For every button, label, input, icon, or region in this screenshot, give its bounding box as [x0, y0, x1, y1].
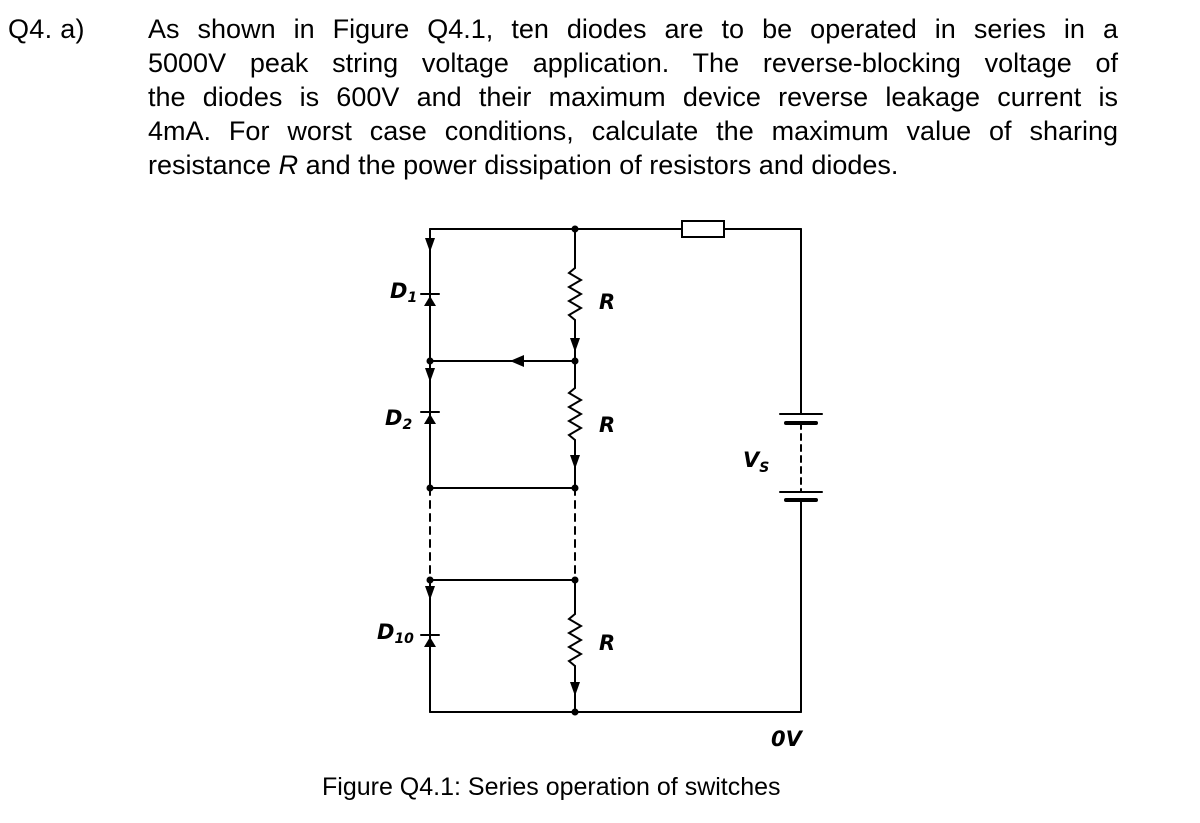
diode-d1-symbol [420, 293, 440, 306]
question-line-4: 4mA. For worst case conditions, calculat… [148, 116, 1118, 146]
question-line-5-start: resistance [148, 150, 279, 180]
resistor-label-r2: R [599, 413, 615, 437]
question-line-3: the diodes is 600V and their maximum dev… [148, 82, 1118, 112]
source-rail [779, 228, 823, 713]
resistor-label-r10: R [599, 631, 615, 655]
question-line-2: 5000V peak string voltage application. T… [148, 48, 1118, 78]
diode-d2-symbol [420, 411, 440, 424]
cross-connections [429, 228, 802, 713]
resistance-variable: R [278, 150, 299, 180]
resistor-rail [567, 228, 583, 713]
diode-d10-symbol [420, 634, 440, 647]
question-line-1: As shown in Figure Q4.1, ten diodes are … [148, 14, 1118, 44]
diode-label-d1: D1 [390, 279, 417, 306]
source-label: VS [743, 448, 769, 476]
question-line-5-end: and the power dissipation of resistors a… [298, 150, 899, 180]
series-impedance [681, 220, 725, 238]
question-text: As shown in Figure Q4.1, ten diodes are … [148, 12, 1118, 182]
resistor-label-r1: R [599, 290, 615, 314]
question-line-5: resistance R and the power dissipation o… [148, 148, 1118, 182]
ground-label: 0V [771, 727, 804, 751]
figure-caption: Figure Q4.1: Series operation of switche… [322, 773, 781, 801]
question-number: Q4. a) [8, 14, 85, 44]
diode-label-d10: D10 [377, 620, 414, 647]
diode-label-d2: D2 [385, 406, 412, 433]
junction-dots [426, 225, 579, 716]
